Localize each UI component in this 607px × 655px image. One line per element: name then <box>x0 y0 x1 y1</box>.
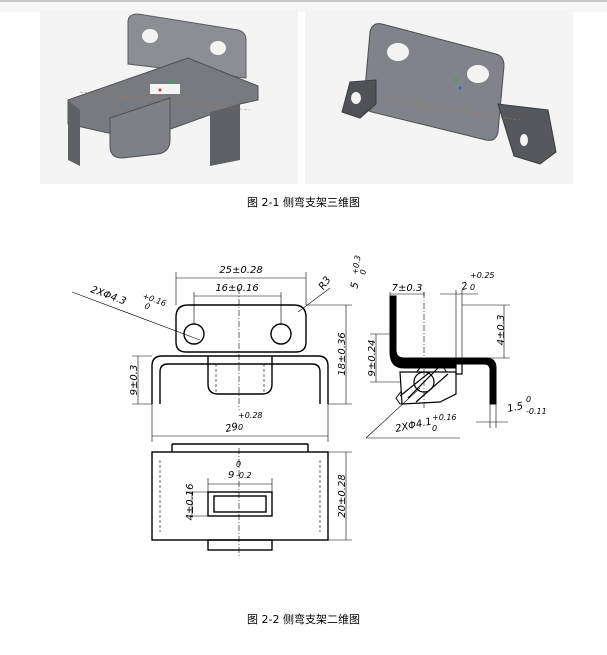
dim-side-holes-tol-bot: 0 <box>432 424 437 433</box>
bottom-view-thin <box>159 448 352 556</box>
dim-4-side: 4±0.3 <box>496 315 507 346</box>
dim-r3: R3 <box>317 275 334 292</box>
side-view-thin <box>365 290 510 439</box>
dim-29: 29 <box>224 422 239 435</box>
dim-18: 18±0.36 <box>337 332 348 375</box>
dim-9-bottom-tol-bot: -0.2 <box>236 471 252 480</box>
dim-9-front: 9±0.3 <box>129 365 140 396</box>
dim-1-5: 1.5 <box>506 401 524 415</box>
top-border <box>0 0 607 2</box>
dim-16: 16±0.16 <box>215 283 258 294</box>
figure-caption-2d: 图 2-2 侧弯支架二维图 <box>247 613 360 626</box>
bottom-view <box>151 443 329 551</box>
dim-1-5-tol-top: 0 <box>526 395 531 404</box>
dim-9-side: 9±0.24 <box>367 339 378 376</box>
dim-side-holes: 2XΦ4.1 <box>394 416 432 434</box>
dim-2-tol-bot: 0 <box>470 283 475 292</box>
dim-angle5: 5 <box>349 281 361 289</box>
dim-2-tol-top: +0.25 <box>470 271 495 280</box>
bracket-3d-right <box>341 23 557 165</box>
dim-7: 7±0.3 <box>392 283 423 294</box>
bracket-3d-left <box>67 13 259 166</box>
dim-9-bottom-tol-top: 0 <box>236 460 241 469</box>
dim-side-holes-tol-top: +0.16 <box>432 413 457 422</box>
front-view-thin <box>71 272 352 442</box>
dim-9-bottom: 9 <box>228 470 234 481</box>
top-strip <box>0 2 607 12</box>
figure-caption-3d: 图 2-1 侧弯支架三维图 <box>247 196 360 209</box>
dim-29-tol-bot: 0 <box>238 423 243 432</box>
dim-angle5-tol-bot: 0 <box>358 269 368 276</box>
dim-4-bottom: 4±0.16 <box>185 483 196 520</box>
dim-holes-tol-bot: 0 <box>143 301 151 311</box>
front-view <box>151 304 329 404</box>
dim-1-5-tol-bot: -0.11 <box>526 407 547 416</box>
dim-2: 2 <box>460 281 469 293</box>
dim-holes: 2XΦ4.3 <box>89 284 128 307</box>
dim-25: 25±0.28 <box>219 265 262 276</box>
dim-angle5-tol-top: +0.3 <box>350 255 362 276</box>
dim-20: 20±0.28 <box>337 474 348 517</box>
dim-29-tol-top: +0.28 <box>238 411 263 420</box>
